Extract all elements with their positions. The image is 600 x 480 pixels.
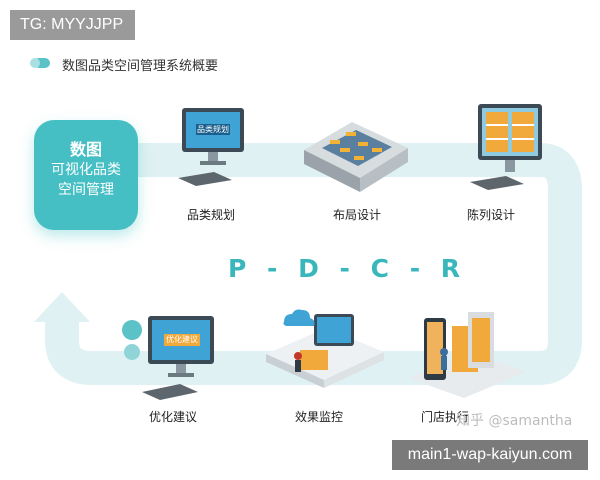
- step-2-label: 布局设计: [332, 208, 381, 222]
- step-3-label: 陈列设计: [466, 208, 515, 222]
- step-4-label: 门店执行: [420, 410, 469, 424]
- step-3-illustration: [470, 104, 542, 190]
- hub-line-1: 可视化品类: [51, 162, 121, 178]
- step-6-illustration: [122, 316, 214, 400]
- step-1-label: 品类规划: [186, 208, 235, 222]
- step-5-illustration: [266, 309, 384, 388]
- step-2-illustration: [304, 122, 408, 192]
- step-1-screen-text: 品类规划: [197, 125, 229, 134]
- step-4-illustration: [408, 312, 526, 398]
- step-6-label: 优化建议: [148, 410, 197, 424]
- hub-line-2: 空间管理: [58, 182, 114, 198]
- step-1-illustration: [178, 108, 244, 186]
- loop-arrow-head: [34, 292, 90, 322]
- step-5-label: 效果监控: [294, 410, 343, 424]
- legend-title: 数图品类空间管理系统概要: [62, 59, 219, 74]
- legend-dot-icon: [30, 58, 50, 68]
- hub-title: 数图: [69, 140, 102, 159]
- cycle-label: P - D - C - R: [228, 254, 467, 283]
- top-watermark-badge: TG: MYYJJPP: [10, 10, 135, 40]
- credit-watermark: 知乎 @samantha: [456, 413, 573, 429]
- hub-card: 数图 可视化品类 空间管理: [34, 120, 138, 230]
- loop-track: [45, 143, 582, 385]
- step-6-screen-text: 优化建议: [166, 335, 198, 344]
- bottom-watermark-badge: main1-wap-kaiyun.com: [392, 440, 588, 470]
